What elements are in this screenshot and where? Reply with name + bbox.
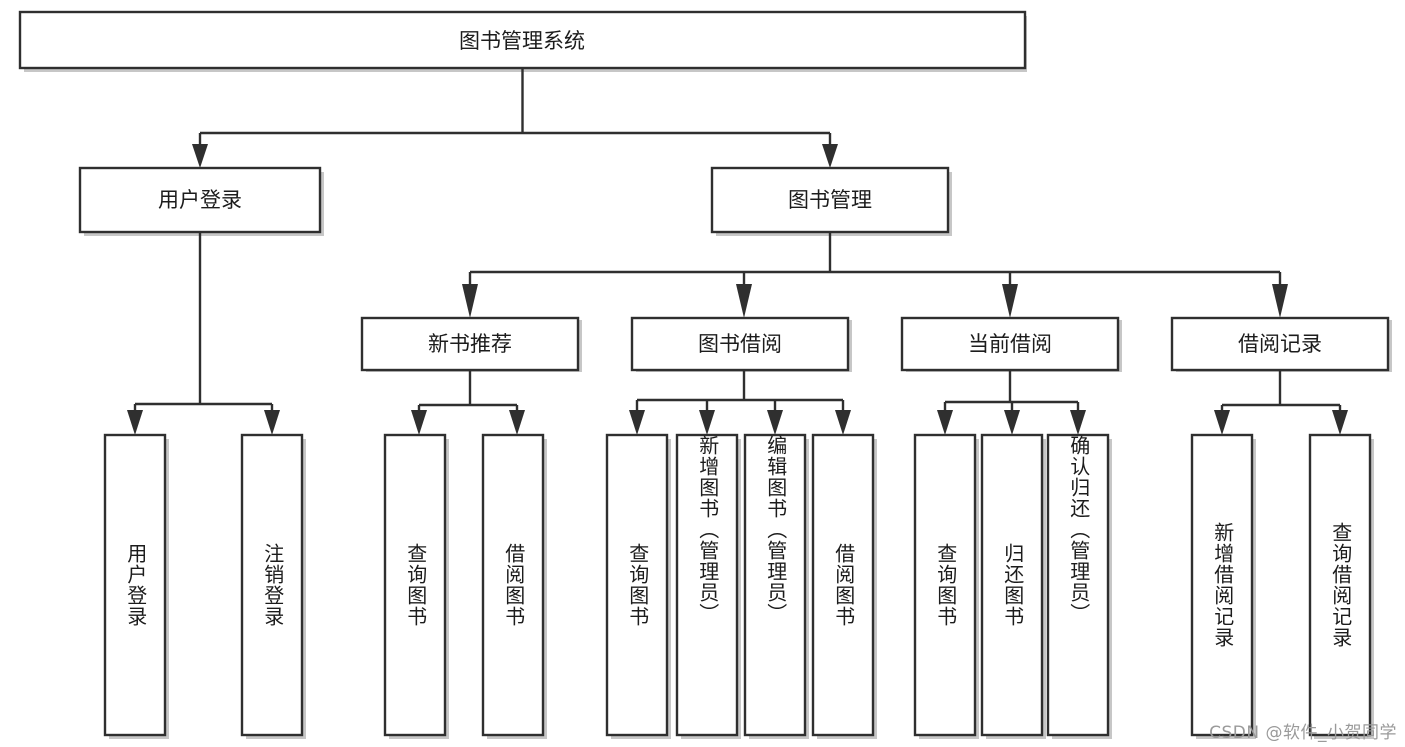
label-new-book-recommend: 新书推荐	[428, 332, 512, 356]
arrowhead-leaf	[1004, 410, 1020, 435]
arrowhead-leaf	[1332, 410, 1348, 435]
leaf-user-login-1[interactable]	[240, 433, 304, 737]
arrowhead-leaf	[767, 410, 783, 435]
leaf-borrow-record-0[interactable]	[1190, 433, 1254, 737]
label-book-borrow: 图书借阅	[698, 332, 782, 356]
arrowhead-leaf	[629, 410, 645, 435]
node-current-borrow[interactable]	[900, 316, 1120, 372]
leaf-new-book-1[interactable]	[481, 433, 545, 737]
arrowhead-leaf	[509, 410, 525, 435]
node-new-book-recommend[interactable]	[360, 316, 580, 372]
arrowhead-leaf	[264, 410, 280, 435]
leaf-current-borrow-1[interactable]	[980, 433, 1044, 737]
arrowhead-leaf	[699, 410, 715, 435]
arrowhead-borrow-record	[1272, 284, 1288, 318]
leaf-current-borrow-0[interactable]	[913, 433, 977, 737]
arrowhead-book-borrow	[736, 284, 752, 318]
leaf-book-borrow-1[interactable]	[675, 433, 739, 737]
leaf-book-borrow-0[interactable]	[605, 433, 669, 737]
leaf-new-book-0[interactable]	[383, 433, 447, 737]
node-labels: 图书管理系统 用户登录 图书管理 新书推荐 图书借阅 当前借阅 借阅记录	[158, 29, 1322, 356]
leaf-current-borrow-2[interactable]	[1046, 433, 1110, 737]
arrowhead-book-manage	[822, 144, 838, 168]
leaf-borrow-record-1[interactable]	[1308, 433, 1372, 737]
arrowhead-leaf	[937, 410, 953, 435]
node-book-borrow[interactable]	[630, 316, 850, 372]
arrowhead-user-login	[192, 144, 208, 168]
arrowhead-leaf	[1070, 410, 1086, 435]
leaf-book-borrow-2[interactable]	[743, 433, 807, 737]
node-book-manage[interactable]	[710, 166, 950, 234]
node-borrow-record[interactable]	[1170, 316, 1390, 372]
csdn-watermark: CSDN @软件_小贺同学	[1209, 723, 1397, 743]
arrowhead-leaf	[127, 410, 143, 435]
label-book-manage: 图书管理	[788, 188, 872, 212]
arrowhead-new-book	[462, 284, 478, 318]
node-user-login[interactable]	[78, 166, 322, 234]
label-borrow-record: 借阅记录	[1238, 332, 1322, 356]
node-root[interactable]	[18, 10, 1027, 70]
label-root: 图书管理系统	[459, 29, 585, 53]
arrowhead-current-borrow	[1002, 284, 1018, 318]
arrowhead-leaf	[835, 410, 851, 435]
leaf-user-login-0[interactable]	[103, 433, 167, 737]
arrowhead-leaf	[411, 410, 427, 435]
leaf-book-borrow-3[interactable]	[811, 433, 875, 737]
connectors	[127, 68, 1348, 435]
label-current-borrow: 当前借阅	[968, 332, 1052, 356]
arrowhead-leaf	[1214, 410, 1230, 435]
label-user-login: 用户登录	[158, 188, 242, 212]
node-boxes	[18, 10, 1390, 737]
